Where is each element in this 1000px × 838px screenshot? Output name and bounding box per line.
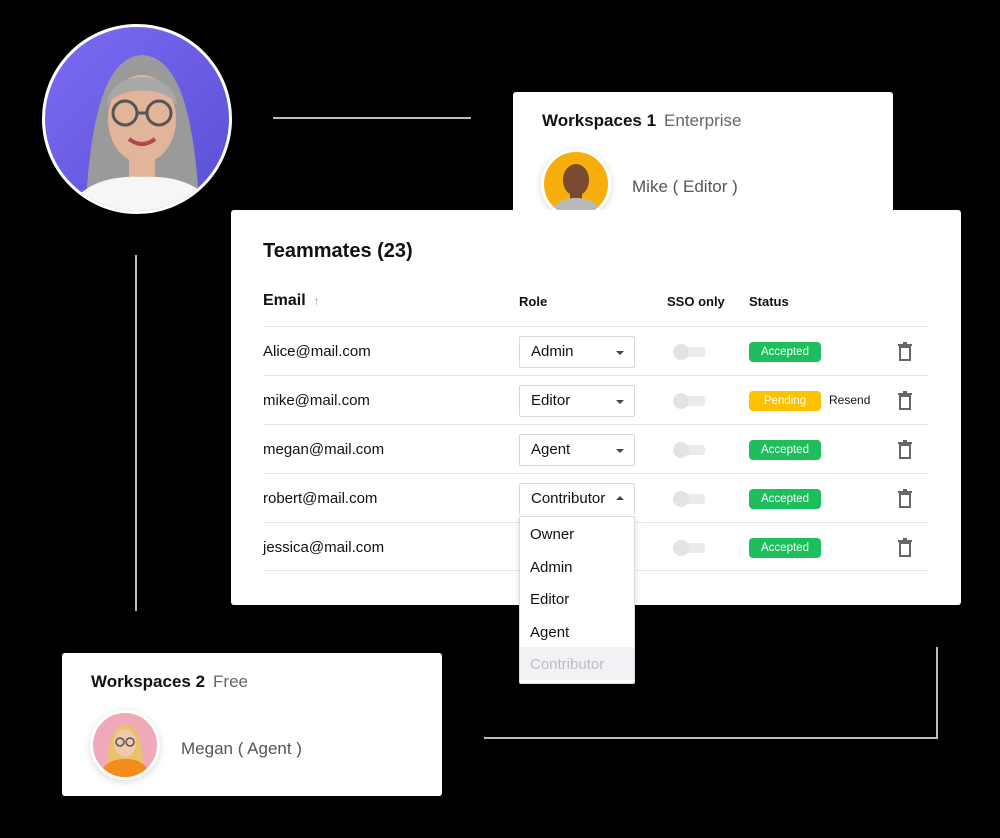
trash-icon[interactable] xyxy=(897,538,913,558)
table-row: megan@mail.com Agent Accepted xyxy=(263,424,929,473)
menu-item-agent[interactable]: Agent xyxy=(530,623,570,641)
table-row: Alice@mail.com Admin Accepted xyxy=(263,326,929,375)
column-header-status: Status xyxy=(749,294,789,309)
teammates-title: Teammates (23) xyxy=(263,240,413,262)
workspace-2-plan: Free xyxy=(213,672,248,691)
email-cell: jessica@mail.com xyxy=(263,539,385,556)
menu-item-admin[interactable]: Admin xyxy=(530,558,573,576)
column-header-email[interactable]: Email↑ xyxy=(263,292,320,309)
status-badge: Accepted xyxy=(749,440,821,460)
table-row: mike@mail.com Editor Pending Resend xyxy=(263,375,929,424)
workspace-1-title: Workspaces 1 Enterprise xyxy=(542,111,742,131)
menu-item-owner[interactable]: Owner xyxy=(530,526,575,543)
role-select-open[interactable]: Contributor xyxy=(519,483,635,515)
column-header-role: Role xyxy=(519,294,548,309)
trash-icon[interactable] xyxy=(897,440,913,460)
sort-ascending-icon[interactable]: ↑ xyxy=(313,294,320,308)
status-badge: Accepted xyxy=(749,538,821,558)
resend-link[interactable]: Resend xyxy=(829,393,871,407)
workspace-2-name: Workspaces 2 xyxy=(91,672,206,691)
user-photo-megan-icon xyxy=(90,710,160,780)
caret-down-icon xyxy=(616,351,624,355)
connector-line-bottom xyxy=(484,737,938,739)
status-badge: Accepted xyxy=(749,342,821,362)
role-select[interactable]: Agent xyxy=(519,434,635,466)
workspace-2-title: Workspaces 2 Free xyxy=(91,672,248,692)
caret-down-icon xyxy=(616,400,624,404)
sso-toggle[interactable] xyxy=(673,442,705,458)
workspace-1-plan: Enterprise xyxy=(664,111,742,130)
role-dropdown-menu: Owner Admin Editor Agent Contributor xyxy=(519,516,635,684)
trash-icon[interactable] xyxy=(897,489,913,509)
connector-line-right xyxy=(936,647,938,739)
role-select[interactable]: Admin xyxy=(519,336,635,368)
workspace-1-user: Mike ( Editor ) xyxy=(632,177,738,196)
trash-icon[interactable] xyxy=(897,342,913,362)
menu-item-contributor[interactable]: Contributor xyxy=(520,647,634,680)
sso-toggle[interactable] xyxy=(673,540,705,556)
status-badge: Accepted xyxy=(749,489,821,509)
table-row: robert@mail.com Contributor Accepted xyxy=(263,473,929,522)
sso-toggle[interactable] xyxy=(673,344,705,360)
sso-toggle[interactable] xyxy=(673,491,705,507)
caret-up-icon xyxy=(616,496,624,500)
role-select[interactable]: Editor xyxy=(519,385,635,417)
workspace-2-user: Megan ( Agent ) xyxy=(181,739,302,758)
workspace-card-2[interactable]: Workspaces 2 Free Megan ( Agent ) xyxy=(62,653,442,796)
trash-icon[interactable] xyxy=(897,391,913,411)
caret-down-icon xyxy=(616,449,624,453)
user-photo-woman-glasses-icon xyxy=(67,55,217,211)
sso-toggle[interactable] xyxy=(673,393,705,409)
email-cell: megan@mail.com xyxy=(263,441,385,458)
menu-item-editor[interactable]: Editor xyxy=(530,591,570,608)
user-photo-avatar xyxy=(42,24,232,214)
workspace-1-name: Workspaces 1 xyxy=(542,111,657,130)
column-header-sso: SSO only xyxy=(667,294,725,309)
connector-line-left xyxy=(135,255,137,611)
connector-line-top xyxy=(273,117,471,119)
status-badge: Pending xyxy=(749,391,821,411)
email-cell: robert@mail.com xyxy=(263,490,378,507)
email-cell: mike@mail.com xyxy=(263,392,370,409)
email-cell: Alice@mail.com xyxy=(263,343,371,360)
user-photo-mike-icon xyxy=(541,149,611,219)
